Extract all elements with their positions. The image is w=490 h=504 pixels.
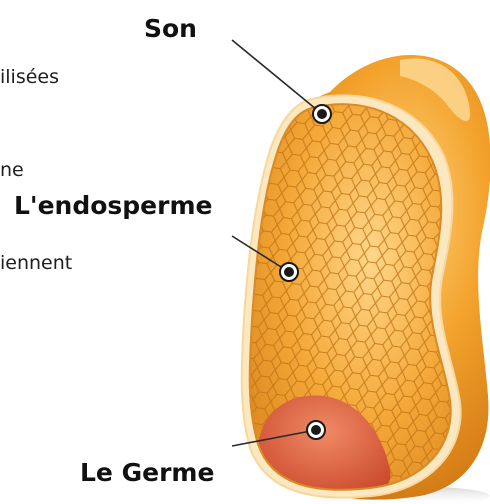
label-germ: Le Germe bbox=[80, 458, 214, 487]
bran-leader-line bbox=[232, 40, 322, 114]
label-endosperm: L'endosperme bbox=[14, 191, 212, 220]
germ-marker bbox=[307, 421, 325, 439]
label-bran: Son bbox=[144, 14, 197, 43]
endosperm-marker bbox=[280, 263, 298, 281]
bran-marker bbox=[313, 105, 331, 123]
